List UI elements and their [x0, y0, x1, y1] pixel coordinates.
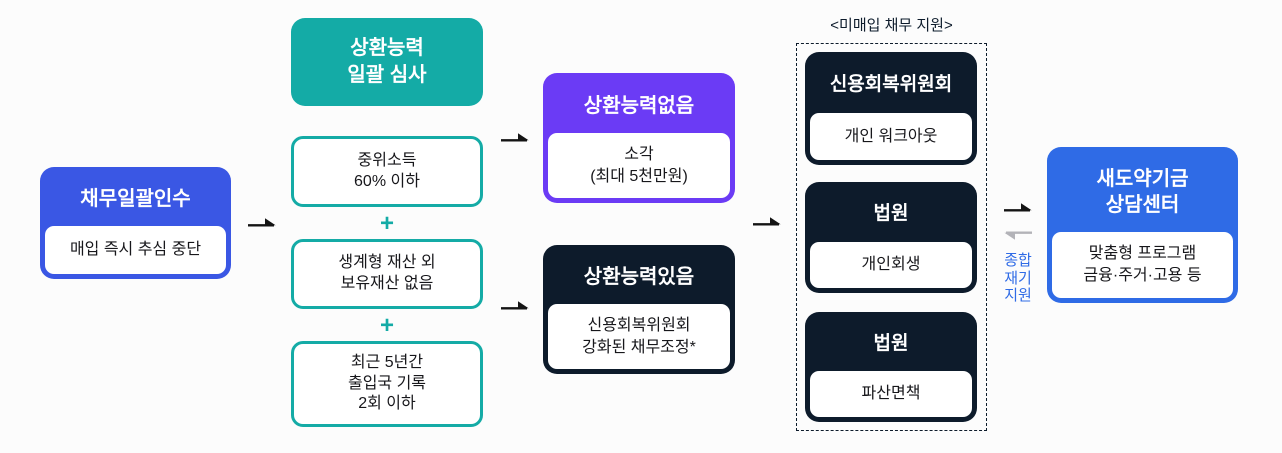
- plus-sign: +: [379, 210, 394, 237]
- court-bankruptcy-title: 법원: [873, 332, 909, 354]
- criterion-income-box: 중위소득 60% 이하: [291, 136, 483, 207]
- arrow-right-icon: [501, 133, 529, 142]
- criterion-travel-box: 최근 5년간 출입국 기록 2회 이하: [291, 341, 483, 427]
- has-ability-card: 상환능력있음 신용회복위원회 강화된 채무조정*: [543, 245, 735, 374]
- court-rehab-title: 법원: [873, 203, 909, 225]
- arrow-right-icon: [248, 218, 276, 227]
- court-rehab-card: 법원 개인회생: [805, 182, 977, 293]
- comprehensive-support-label: 종합 재기 지원: [1004, 252, 1032, 305]
- court-rehab-body: 개인회생: [810, 242, 972, 288]
- court-bankruptcy-card: 법원 파산면책: [805, 312, 977, 422]
- no-ability-card: 상환능력없음 소각 (최대 5천만원): [543, 73, 735, 203]
- arrow-right-icon: [753, 217, 781, 226]
- counseling-center-card: 새도약기금 상담센터 맞춤형 프로그램 금융·주거·고용 등: [1047, 147, 1238, 303]
- plus-sign: +: [379, 312, 394, 339]
- no-ability-body: 소각 (최대 5천만원): [548, 133, 730, 198]
- unpurchased-debt-group: [796, 43, 987, 431]
- no-ability-title: 상환능력없음: [583, 94, 695, 117]
- counseling-center-title: 새도약기금 상담센터: [1096, 168, 1189, 216]
- debt-takeover-title: 채무일괄인수: [80, 188, 191, 210]
- credit-counseling-body: 개인 워크아웃: [810, 113, 972, 160]
- counseling-center-body: 맞춤형 프로그램 금융·주거·고용 등: [1052, 232, 1233, 298]
- credit-counseling-card: 신용회복위원회 개인 워크아웃: [805, 52, 977, 165]
- has-ability-title: 상환능력있음: [583, 266, 695, 288]
- has-ability-body: 신용회복위원회 강화된 채무조정*: [548, 304, 730, 369]
- debt-takeover-card: 채무일괄인수 매입 즉시 추심 중단: [40, 167, 231, 279]
- credit-counseling-title: 신용회복위원회: [829, 73, 953, 95]
- arrow-right-icon: [1004, 203, 1032, 212]
- screening-card: 상환능력 일괄 심사: [291, 18, 483, 106]
- criterion-assets-box: 생계형 재산 외 보유재산 없음: [291, 239, 483, 309]
- unpurchased-debt-label: <미매입 채무 지원>: [830, 17, 953, 34]
- debt-takeover-body: 매입 즉시 추심 중단: [45, 226, 226, 274]
- court-bankruptcy-body: 파산면책: [810, 371, 972, 417]
- arrow-right-icon: [501, 301, 529, 310]
- arrow-left-icon: [1004, 231, 1032, 240]
